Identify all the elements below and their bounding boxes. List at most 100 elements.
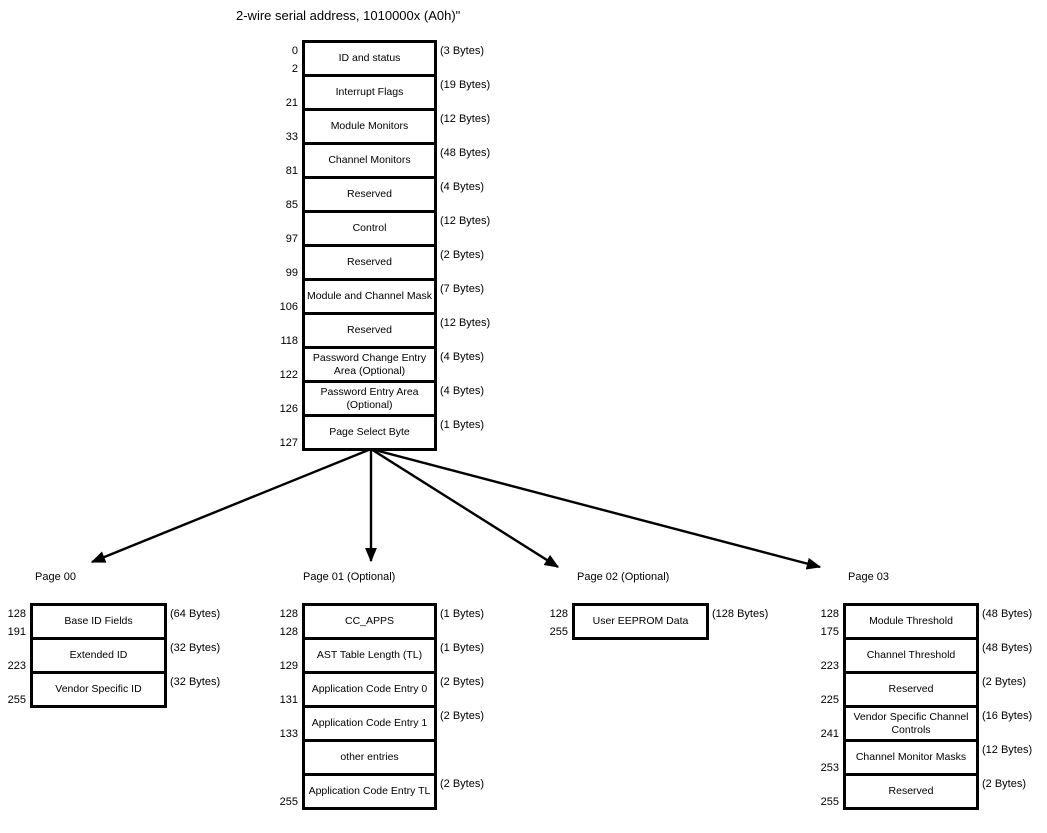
memory-region-cell: Interrupt Flags [305, 77, 434, 111]
memory-region-cell: Vendor Specific ID [33, 674, 164, 705]
end-address-label: 129 [279, 660, 298, 672]
memory-region-label: Reserved [347, 188, 392, 201]
memory-region-cell: Module Threshold [846, 606, 976, 640]
memory-region-cell: Reserved [846, 674, 976, 708]
memory-region-cell: Channel Monitors [305, 145, 434, 179]
memory-region-cell: Extended ID [33, 640, 164, 674]
memory-region-label: ID and status [338, 52, 401, 65]
byte-count-label: (19 Bytes) [440, 79, 491, 91]
memory-region-label: Password Change Entry Area (Optional) [312, 352, 427, 377]
end-address-label: 223 [820, 660, 839, 672]
memory-region-cell: CC_APPS [305, 606, 434, 640]
memory-region-label: Module Threshold [869, 615, 953, 628]
byte-count-label: (3 Bytes) [440, 45, 485, 57]
byte-count-label: (1 Bytes) [440, 642, 485, 654]
memory-region-label: Reserved [888, 785, 934, 798]
memory-region-cell: Module Monitors [305, 111, 434, 145]
memory-region-label: Vendor Specific ID [55, 683, 142, 696]
end-address-label: 131 [279, 694, 298, 706]
byte-count-label: (12 Bytes) [440, 215, 491, 227]
end-address-label: 97 [285, 233, 298, 245]
end-address-label: 81 [285, 165, 298, 177]
arrow-to-page-02-icon [370, 447, 560, 569]
start-address-label: 128 [549, 608, 568, 620]
start-address-label: 128 [820, 608, 839, 620]
memory-region-label: Control [352, 222, 387, 235]
memory-region-cell: Page Select Byte [305, 417, 434, 448]
memory-region-label: User EEPROM Data [592, 615, 689, 628]
byte-count-label: (32 Bytes) [170, 676, 221, 688]
memory-region-cell: User EEPROM Data [575, 606, 706, 637]
memory-region-cell: Reserved [305, 315, 434, 349]
memory-region-cell: ID and status [305, 43, 434, 77]
memory-region-label: Extended ID [69, 649, 128, 662]
end-address-label: 191 [7, 626, 26, 638]
byte-count-label: (16 Bytes) [982, 710, 1033, 722]
byte-count-label: (48 Bytes) [982, 608, 1033, 620]
page-02-label: Page 02 (Optional) [577, 571, 670, 583]
memory-region-label: Reserved [888, 683, 934, 696]
memory-region-cell: Module and Channel Mask [305, 281, 434, 315]
byte-count-label: (1 Bytes) [440, 419, 485, 431]
memory-region-cell: AST Table Length (TL) [305, 640, 434, 674]
end-address-label: 33 [285, 131, 298, 143]
end-address-label: 223 [7, 660, 26, 672]
byte-count-label: (2 Bytes) [982, 676, 1027, 688]
byte-count-label: (48 Bytes) [982, 642, 1033, 654]
byte-count-label: (12 Bytes) [440, 113, 491, 125]
memory-region-label: CC_APPS [344, 615, 395, 628]
memory-region-label: Reserved [347, 324, 392, 337]
page-01-label: Page 01 (Optional) [303, 571, 396, 583]
byte-count-label: (12 Bytes) [982, 744, 1033, 756]
end-address-label: 175 [820, 626, 839, 638]
byte-count-label: (2 Bytes) [440, 676, 485, 688]
end-address-label: 2 [291, 63, 298, 75]
byte-count-label: (4 Bytes) [440, 181, 485, 193]
byte-count-label: (64 Bytes) [170, 608, 221, 620]
memory-region-label: Module Monitors [330, 120, 409, 133]
memory-region-cell: Base ID Fields [33, 606, 164, 640]
end-address-label: 255 [549, 626, 568, 638]
memory-region-cell: other entries [305, 742, 434, 776]
memory-region-label: Channel Threshold [866, 649, 956, 662]
end-address-label: 255 [7, 694, 26, 706]
start-address-label: 128 [279, 608, 298, 620]
memory-region-label: AST Table Length (TL) [316, 649, 423, 662]
memory-region-label: Base ID Fields [64, 615, 133, 628]
memory-region-cell: Application Code Entry 0 [305, 674, 434, 708]
arrow-to-page-00-icon [90, 447, 372, 564]
start-address-label: 0 [291, 45, 298, 57]
memory-region-label: Channel Monitors [328, 154, 411, 167]
byte-count-label: (2 Bytes) [440, 710, 485, 722]
memory-region-label: Module and Channel Mask [307, 290, 432, 303]
memory-region-label: other entries [340, 751, 399, 764]
end-address-label: 85 [285, 199, 298, 211]
arrow-to-page-03-icon [370, 447, 822, 570]
memory-region-cell: Channel Threshold [846, 640, 976, 674]
memory-region-cell: Reserved [846, 776, 976, 807]
byte-count-label: (32 Bytes) [170, 642, 221, 654]
end-address-label: 253 [820, 762, 839, 774]
end-address-label: 225 [820, 694, 839, 706]
end-address-label: 133 [279, 728, 298, 740]
memory-region-label: Vendor Specific Channel Controls [853, 711, 969, 736]
byte-count-label: (128 Bytes) [712, 608, 769, 620]
end-address-label: 106 [279, 301, 298, 313]
byte-count-label: (12 Bytes) [440, 317, 491, 329]
memory-region-cell: Application Code Entry TL [305, 776, 434, 807]
memory-region-label: Application Code Entry 1 [311, 717, 428, 730]
end-address-label: 99 [285, 267, 298, 279]
memory-region-cell: Vendor Specific Channel Controls [846, 708, 976, 742]
memory-region-label: Password Entry Area (Optional) [320, 386, 419, 411]
byte-count-label: (1 Bytes) [440, 608, 485, 620]
end-address-label: 127 [279, 437, 298, 449]
end-address-label: 118 [280, 335, 298, 347]
memory-region-cell: Password Entry Area (Optional) [305, 383, 434, 417]
byte-count-label: (2 Bytes) [440, 249, 485, 261]
page-03-label: Page 03 [848, 571, 889, 583]
